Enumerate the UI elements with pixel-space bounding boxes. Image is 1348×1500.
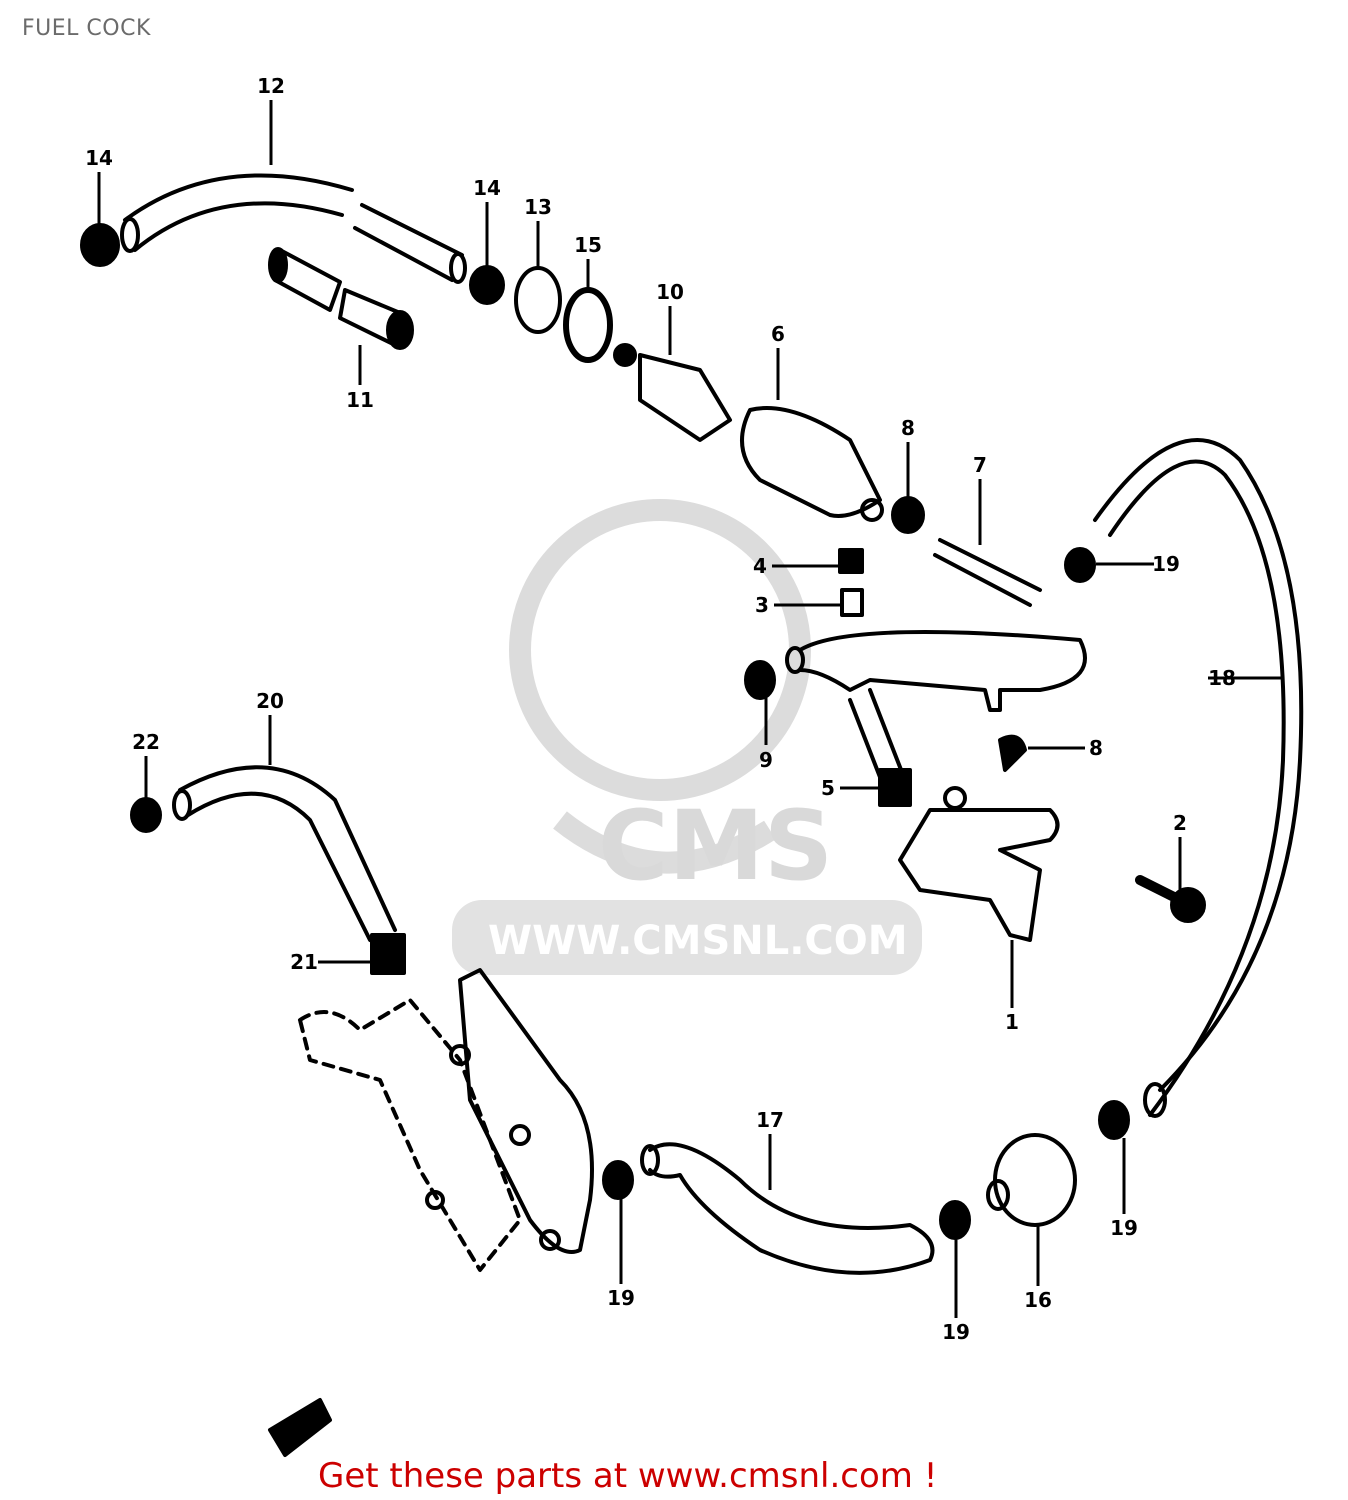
- cap-4: [838, 548, 864, 574]
- callout-2[interactable]: 2: [1173, 811, 1187, 835]
- clamp-19-left: [602, 1160, 634, 1200]
- watermark-url: WWW.CMSNL.COM: [488, 918, 908, 964]
- clamp-19-top: [1064, 547, 1096, 583]
- callout-15[interactable]: 15: [574, 233, 602, 257]
- callout-8-upper[interactable]: 8: [901, 416, 915, 440]
- pump-plate: [298, 998, 522, 1272]
- callout-19-top[interactable]: 19: [1152, 552, 1180, 576]
- callout-3[interactable]: 3: [755, 593, 769, 617]
- watermark-brand: CMS: [598, 790, 834, 902]
- callout-5[interactable]: 5: [821, 776, 835, 800]
- part-11: [268, 247, 414, 350]
- clamp-19-right: [1098, 1100, 1130, 1140]
- clamp-8-lower: [998, 734, 1027, 772]
- hose-7: [933, 538, 1042, 607]
- callout-10[interactable]: 10: [656, 280, 684, 304]
- clamp-22: [130, 797, 162, 833]
- part-6-body: [740, 406, 884, 522]
- callout-19-left[interactable]: 19: [607, 1286, 635, 1310]
- front-arrow-icon: [268, 1398, 332, 1457]
- callout-17[interactable]: 17: [756, 1108, 784, 1132]
- fuel-cock-1: [898, 786, 1060, 942]
- clamp-14-left: [80, 223, 120, 267]
- clamp-8-upper: [891, 496, 925, 534]
- part-15-washer: [563, 287, 613, 363]
- callout-18[interactable]: 18: [1208, 666, 1236, 690]
- fuel-filter-16: [986, 1133, 1077, 1227]
- clamp-21: [370, 933, 406, 975]
- page-title: FUEL COCK: [22, 16, 151, 41]
- callout-14-mid[interactable]: 14: [473, 176, 501, 200]
- callout-7[interactable]: 7: [973, 453, 987, 477]
- clamp-19-mid: [939, 1200, 971, 1240]
- hose-18: [1093, 438, 1304, 1092]
- t-hose: [798, 630, 1087, 712]
- callout-21[interactable]: 21: [290, 950, 318, 974]
- callout-12[interactable]: 12: [257, 74, 285, 98]
- part-13-ring: [514, 266, 562, 334]
- clamp-14-mid: [469, 265, 505, 305]
- hose-17: [648, 1142, 935, 1275]
- cap-3: [840, 588, 864, 617]
- callout-13[interactable]: 13: [524, 195, 552, 219]
- footer-shop-link[interactable]: Get these parts at www.cmsnl.com !: [318, 1456, 938, 1496]
- callout-20[interactable]: 20: [256, 689, 284, 713]
- callout-9[interactable]: 9: [759, 748, 773, 772]
- callout-19-right[interactable]: 19: [1110, 1216, 1138, 1240]
- callout-6[interactable]: 6: [771, 322, 785, 346]
- leader-lines: [97, 100, 1283, 1318]
- callout-19-mid[interactable]: 19: [942, 1320, 970, 1344]
- part-10-valve: [613, 343, 732, 442]
- callout-11[interactable]: 11: [346, 388, 374, 412]
- clamp-9: [744, 660, 776, 700]
- hose-12: [120, 173, 467, 284]
- hose-20: [178, 765, 397, 932]
- callout-1[interactable]: 1: [1005, 1010, 1019, 1034]
- callout-4[interactable]: 4: [753, 554, 767, 578]
- callout-14-left[interactable]: 14: [85, 146, 113, 170]
- callout-16[interactable]: 16: [1024, 1288, 1052, 1312]
- callout-8-lower[interactable]: 8: [1089, 736, 1103, 760]
- callout-22[interactable]: 22: [132, 730, 160, 754]
